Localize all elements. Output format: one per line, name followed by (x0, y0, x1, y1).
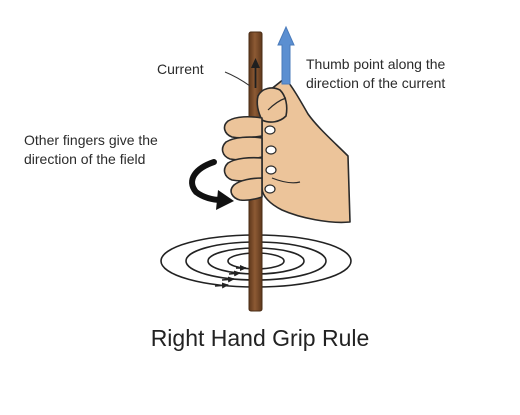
current-leader-line (224, 71, 251, 87)
thumb-label-line-2: direction of the current (306, 75, 446, 91)
fingers-label-line-2: direction of the field (24, 151, 146, 167)
curved-arrow-icon (189, 159, 234, 210)
thumb-label-line-1: Thumb point along the (306, 56, 446, 72)
conductor-current-arrow-icon (251, 58, 260, 88)
arrow-up-icon (277, 25, 295, 85)
fingers-direction-label: Other fingers give the direction of the … (24, 131, 158, 169)
field-arrow (221, 276, 235, 283)
thumb-direction-label: Thumb point along the direction of the c… (306, 55, 445, 93)
field-direction-arrows (214, 265, 247, 289)
thumb (256, 87, 288, 123)
right-hand (221, 77, 351, 224)
field-arrow (228, 270, 241, 277)
fingers-label-line-1: Other fingers give the (24, 132, 158, 148)
finger-3 (223, 156, 263, 182)
field-arrow (214, 282, 229, 289)
finger-1 (223, 115, 263, 139)
finger-4 (230, 177, 263, 202)
current-label: Current (157, 61, 204, 77)
diagram-title: Right Hand Grip Rule (150, 325, 370, 351)
finger-2 (221, 136, 263, 161)
fingernails (264, 125, 277, 194)
